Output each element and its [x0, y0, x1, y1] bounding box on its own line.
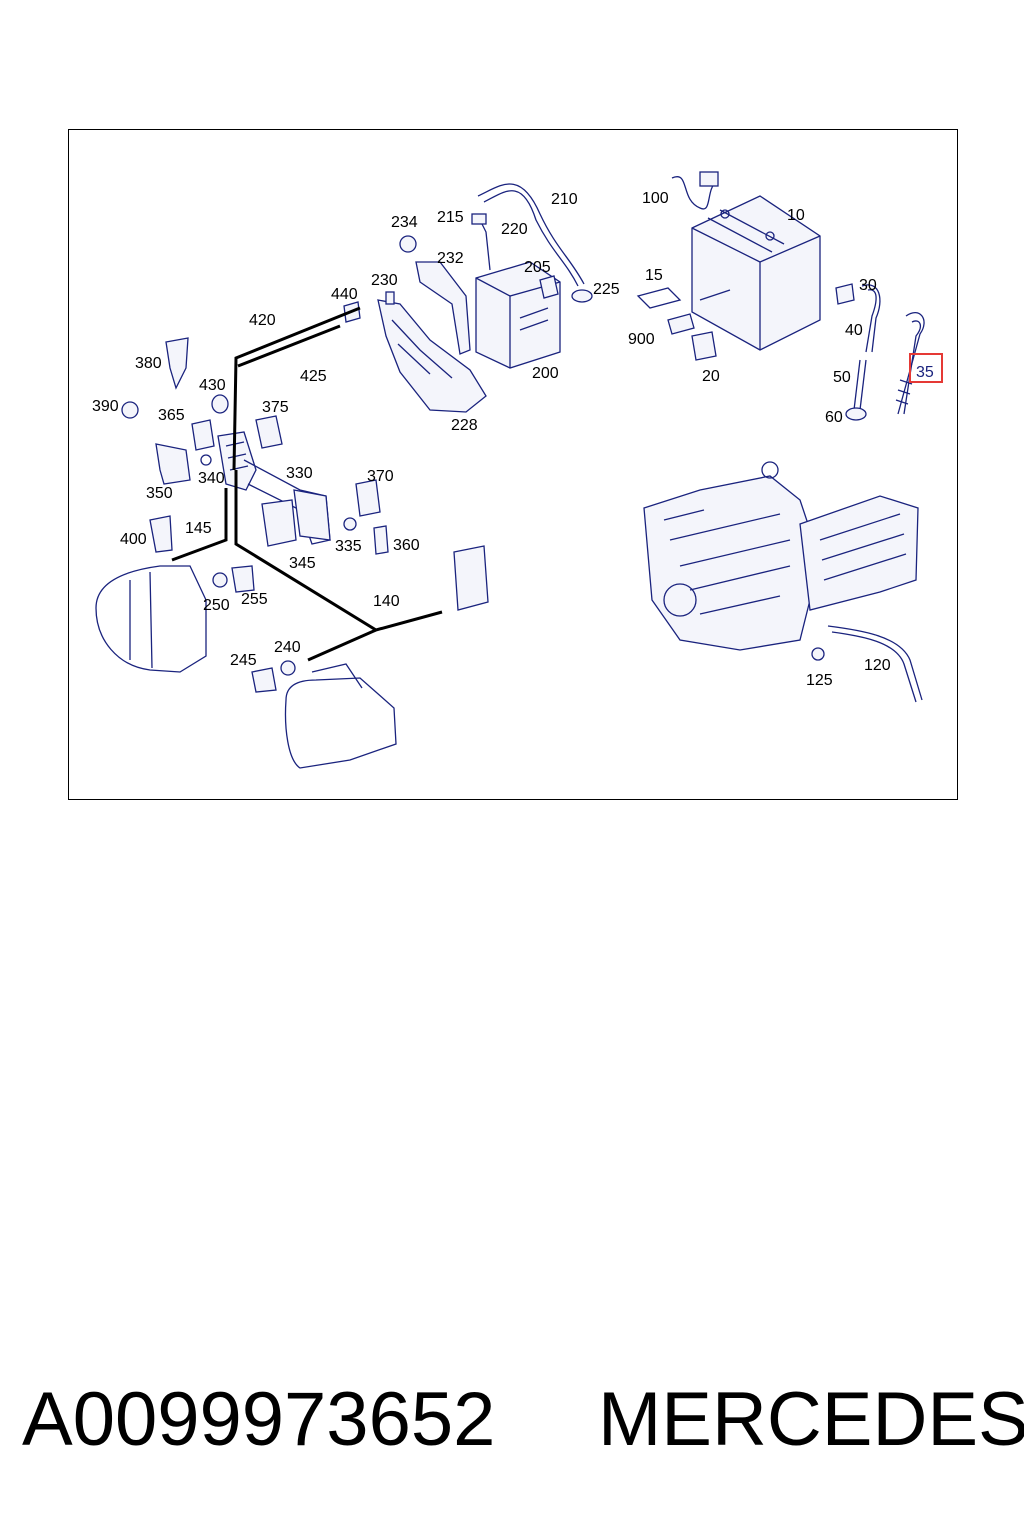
- label-145: 145: [185, 520, 212, 537]
- terminal-205-drawing: [539, 275, 559, 299]
- vent-hose-35-drawing: [895, 311, 925, 415]
- label-255: 255: [241, 591, 268, 608]
- label-900: 900: [628, 331, 655, 348]
- starter-motor-drawing: [284, 663, 397, 769]
- engine-transmission-drawing: [643, 461, 919, 651]
- plug-30-drawing: [835, 283, 855, 305]
- label-250: 250: [203, 597, 230, 614]
- callout-labels: 10 100 15 30 40 35 900 20 50 60 210 215 …: [92, 190, 934, 689]
- label-120: 120: [864, 657, 891, 674]
- label-350: 350: [146, 485, 173, 502]
- label-425: 425: [300, 368, 327, 385]
- label-375: 375: [262, 399, 289, 416]
- fuse-box-area-drawing: [155, 419, 257, 491]
- label-345: 345: [289, 555, 316, 572]
- label-40: 40: [845, 322, 863, 339]
- main-battery-10-drawing: [691, 195, 821, 351]
- alternator-drawing: [95, 565, 207, 673]
- label-330: 330: [286, 465, 313, 482]
- cover-380-drawing: [165, 337, 189, 390]
- label-30: 30: [859, 277, 877, 294]
- label-210: 210: [551, 191, 578, 208]
- label-335: 335: [335, 538, 362, 555]
- label-370: 370: [367, 468, 394, 485]
- bracket-holder-228-234-drawing: [377, 235, 487, 413]
- label-140: 140: [373, 593, 400, 610]
- label-100: 100: [642, 190, 669, 207]
- part-number: A0099973652: [22, 1377, 496, 1462]
- label-215: 215: [437, 209, 464, 226]
- module-330-drawing: [243, 415, 381, 545]
- wiring-harness-lines: [171, 306, 443, 662]
- connectors-ecu-drawing: [261, 499, 389, 555]
- label-400: 400: [120, 531, 147, 548]
- aux-battery-200-drawing: [475, 261, 561, 369]
- label-360: 360: [393, 537, 420, 554]
- brand-name: MERCEDES: [598, 1377, 1024, 1462]
- label-35-highlighted: 35: [916, 364, 934, 381]
- nuts-390-430-drawing: [121, 394, 229, 419]
- nut-250-sleeve-255-drawing: [212, 565, 255, 593]
- label-20: 20: [702, 368, 720, 385]
- cable-100-drawing: [671, 171, 719, 210]
- label-50: 50: [833, 369, 851, 386]
- highlight-box-35: [909, 353, 943, 383]
- label-228: 228: [451, 417, 478, 434]
- label-365: 365: [158, 407, 185, 424]
- relay-box-drawing: [453, 545, 489, 611]
- label-15: 15: [645, 267, 663, 284]
- label-240: 240: [274, 639, 301, 656]
- small-parts-900-20-drawing: [667, 313, 717, 361]
- label-200: 200: [532, 365, 559, 382]
- label-420: 420: [249, 312, 276, 329]
- label-380: 380: [135, 355, 162, 372]
- label-205: 205: [524, 259, 551, 276]
- label-125: 125: [806, 672, 833, 689]
- parts-diagram-frame: [68, 129, 958, 800]
- label-60: 60: [825, 409, 843, 426]
- label-245: 245: [230, 652, 257, 669]
- label-234: 234: [391, 214, 418, 231]
- cables-210-220-drawing: [471, 183, 585, 287]
- elbow-hose-40-drawing: [861, 284, 881, 353]
- label-232: 232: [437, 250, 464, 267]
- label-10: 10: [787, 207, 805, 224]
- bracket-400-drawing: [149, 515, 173, 553]
- exploded-parts-diagram: 10 100 15 30 40 35 900 20 50 60 210 215 …: [92, 171, 943, 769]
- label-225: 225: [593, 281, 620, 298]
- label-230: 230: [371, 272, 398, 289]
- label-440: 440: [331, 286, 358, 303]
- ground-strap-drawing: [811, 625, 923, 703]
- label-220: 220: [501, 221, 528, 238]
- label-340: 340: [198, 470, 225, 487]
- label-430: 430: [199, 377, 226, 394]
- label-390: 390: [92, 398, 119, 415]
- hose-50-grommet-60-drawing: [845, 359, 867, 421]
- footer-caption: A0099973652 MERCEDES: [0, 1370, 1024, 1470]
- grommet-225-drawing: [571, 289, 593, 303]
- sleeve-245-nut-240-drawing: [251, 660, 296, 693]
- label-15-drawing: [636, 287, 682, 309]
